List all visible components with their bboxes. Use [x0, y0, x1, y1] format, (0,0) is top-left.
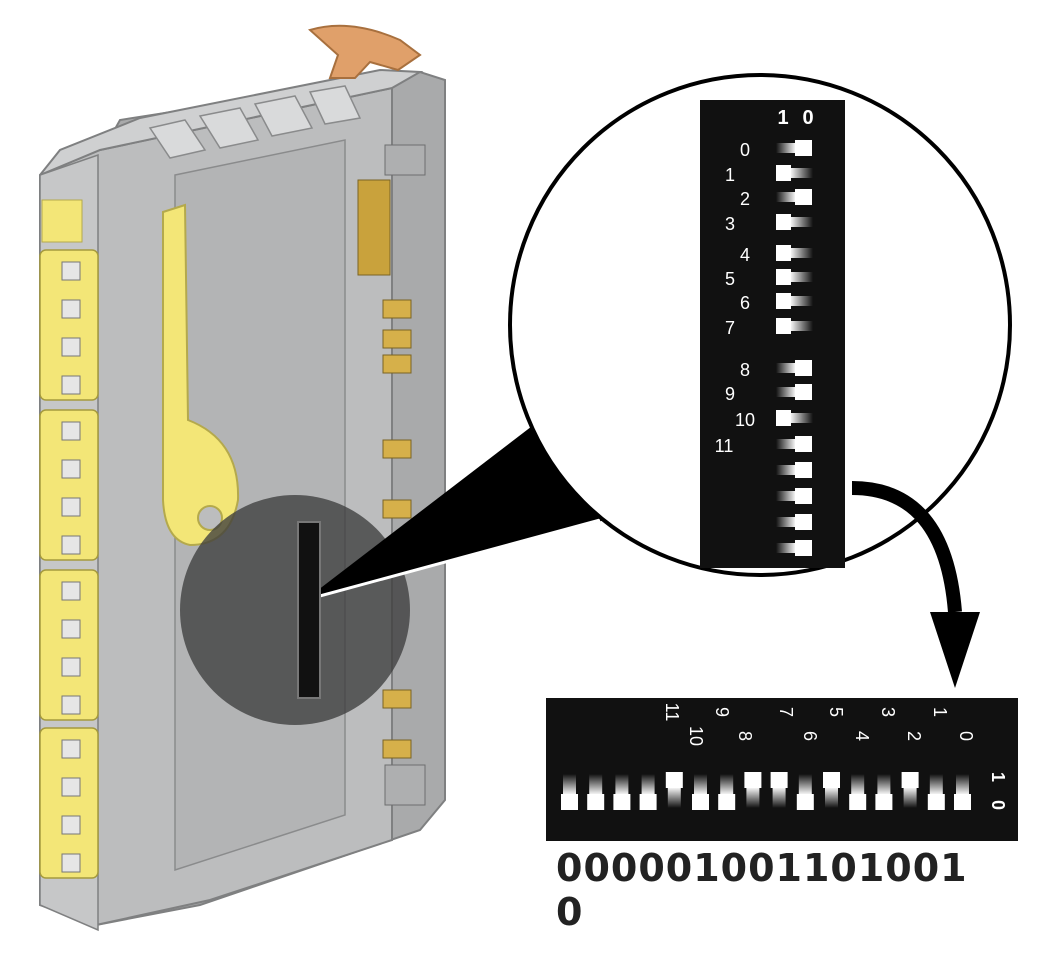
zoom-label-7: 7: [725, 318, 735, 338]
address-label-3: 3: [878, 707, 898, 717]
address-switch-7: [744, 772, 762, 808]
io-module: [39, 24, 446, 932]
address-switch-14: [927, 774, 945, 810]
address-switch-2: [613, 774, 631, 810]
terminal-clamps: [61, 261, 81, 873]
address-label-11: 11: [662, 703, 682, 722]
address-label-1: 1: [930, 707, 950, 717]
address-switch-1: [587, 774, 605, 810]
zoom-switch-15: [776, 540, 812, 556]
switch-slot: [297, 521, 321, 699]
zoom-label-10: 10: [735, 410, 755, 430]
zoom-switch-14: [776, 514, 812, 530]
address-switch-6: [718, 774, 736, 810]
address-switch-13: [901, 772, 919, 808]
zoom-switch-7: [776, 318, 813, 334]
address-switch-4: [665, 772, 683, 808]
zoom-label-0: 0: [740, 140, 750, 160]
address-switch-12: [875, 774, 893, 810]
address-label-10: 10: [686, 726, 706, 746]
zoom-label-6: 6: [740, 293, 750, 313]
address-label-6: 6: [800, 731, 820, 741]
address-label-0: 0: [956, 731, 976, 741]
address-label-8: 8: [735, 731, 755, 741]
zoom-switch-1: [776, 165, 813, 181]
zoom-switch-10: [776, 410, 813, 426]
address-switch-9: [796, 774, 814, 810]
zoom-label-9: 9: [725, 384, 735, 404]
terminal-blocks: [39, 249, 99, 879]
address-label-4: 4: [852, 731, 872, 741]
release-latch: [308, 24, 422, 79]
zoom-switch-3: [776, 214, 813, 230]
zoom-switch-13: [776, 488, 812, 504]
address-side-0: 0: [988, 800, 1008, 810]
magnifier-lens-icon: [180, 420, 605, 725]
zoom-label-11: 11: [715, 436, 734, 456]
zoom-label-4: 4: [740, 245, 750, 265]
zoom-switch-6: [776, 293, 813, 309]
zoom-switch-2: [776, 189, 812, 205]
zoom-header-0: 0: [802, 107, 813, 129]
address-label-2: 2: [904, 731, 924, 741]
zoom-label-3: 3: [725, 214, 735, 234]
address-switch-8: [770, 772, 788, 808]
address-switch-15: [954, 774, 971, 810]
curved-arrow-icon: [851, 481, 980, 688]
zoom-header-1: 1: [777, 107, 788, 129]
zoom-switch-0: [776, 140, 812, 156]
address-switch-5: [692, 774, 709, 810]
address-switch-10: [823, 772, 840, 808]
address-label-7: 7: [776, 707, 796, 717]
label-strip: [41, 199, 83, 243]
magnifier-cone: [305, 420, 605, 600]
zoom-label-5: 5: [725, 269, 735, 289]
top-vents: [148, 85, 362, 159]
address-label-5: 5: [826, 707, 846, 717]
zoom-switch-8: [776, 360, 812, 376]
address-switch-3: [639, 774, 657, 810]
zoom-label-2: 2: [740, 189, 750, 209]
address-label-9: 9: [712, 707, 732, 717]
zoom-switch-5: [776, 269, 813, 285]
zoom-label-1: 1: [725, 165, 735, 185]
bus-connectors: [357, 144, 426, 806]
address-switch-11: [849, 774, 867, 810]
binary-address-value: 000001001101001 0: [556, 846, 968, 934]
zoom-switch-11: [776, 436, 812, 452]
zoom-switch-4: [776, 245, 813, 261]
zoom-switch-9: [776, 384, 812, 400]
zoom-switch-12: [776, 462, 812, 478]
address-switch-0: [561, 774, 578, 810]
address-side-1: 1: [988, 772, 1008, 782]
zoom-label-8: 8: [740, 360, 750, 380]
